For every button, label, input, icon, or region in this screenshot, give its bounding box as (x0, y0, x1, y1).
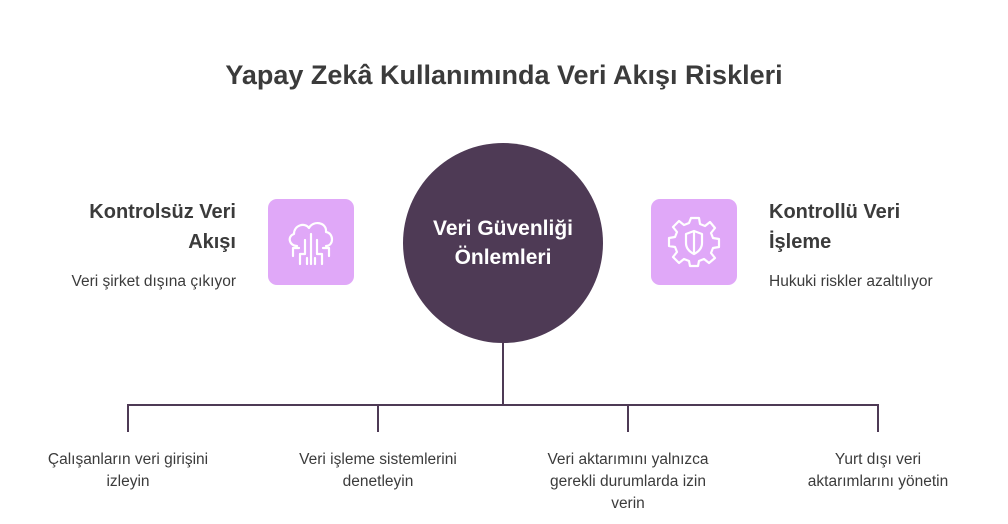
branch-label-line: Veri aktarımını yalnızca (547, 451, 709, 468)
cloud-circuit-icon (268, 199, 354, 285)
branch-label-line: verin (611, 495, 645, 512)
branch-label-line: gerekli durumlarda izin (550, 473, 706, 490)
center-label-line: Önlemleri (454, 246, 552, 269)
left-heading-line: Kontrolsüz Veri (89, 201, 236, 223)
center-node: Veri Güvenliği Önlemleri (403, 143, 603, 343)
connector-horizontal (127, 404, 879, 406)
connector-vertical (502, 343, 504, 405)
branch-label-line: Çalışanların veri girişini (47, 451, 209, 468)
right-subtitle: Hukuki riskler azaltılıyor (769, 273, 933, 290)
branch-tick (127, 404, 129, 432)
branch-label: Veri işleme sistemlerini denetleyin (268, 449, 488, 493)
right-heading-line: Kontrollü Veri (769, 201, 901, 223)
branch-tick (377, 404, 379, 432)
gear-shield-icon (651, 199, 737, 285)
diagram-title: Yapay Zekâ Kullanımında Veri Akışı Riskl… (225, 60, 783, 90)
right-heading: Kontrollü Veri İşleme (769, 197, 900, 257)
branch-label-line: Veri işleme sistemlerini (299, 451, 457, 468)
branch-label-line: denetleyin (342, 473, 414, 490)
branch-label-line: izleyin (106, 473, 150, 490)
branch-label-line: Yurt dışı veri (834, 451, 922, 468)
branch-label: Veri aktarımını yalnızca gerekli durumla… (518, 449, 738, 515)
center-label-line: Veri Güvenliği (432, 217, 574, 240)
branch-label: Çalışanların veri girişini izleyin (18, 449, 238, 493)
branch-tick (877, 404, 879, 432)
right-heading-line: İşleme (769, 231, 832, 253)
left-subtitle: Veri şirket dışına çıkıyor (71, 273, 236, 290)
branch-label: Yurt dışı veri aktarımlarını yönetin (768, 449, 988, 493)
left-heading: Kontrolsüz Veri Akışı (89, 197, 236, 257)
branch-tick (627, 404, 629, 432)
branch-label-line: aktarımlarını yönetin (807, 473, 949, 490)
left-heading-line: Akışı (188, 231, 236, 253)
